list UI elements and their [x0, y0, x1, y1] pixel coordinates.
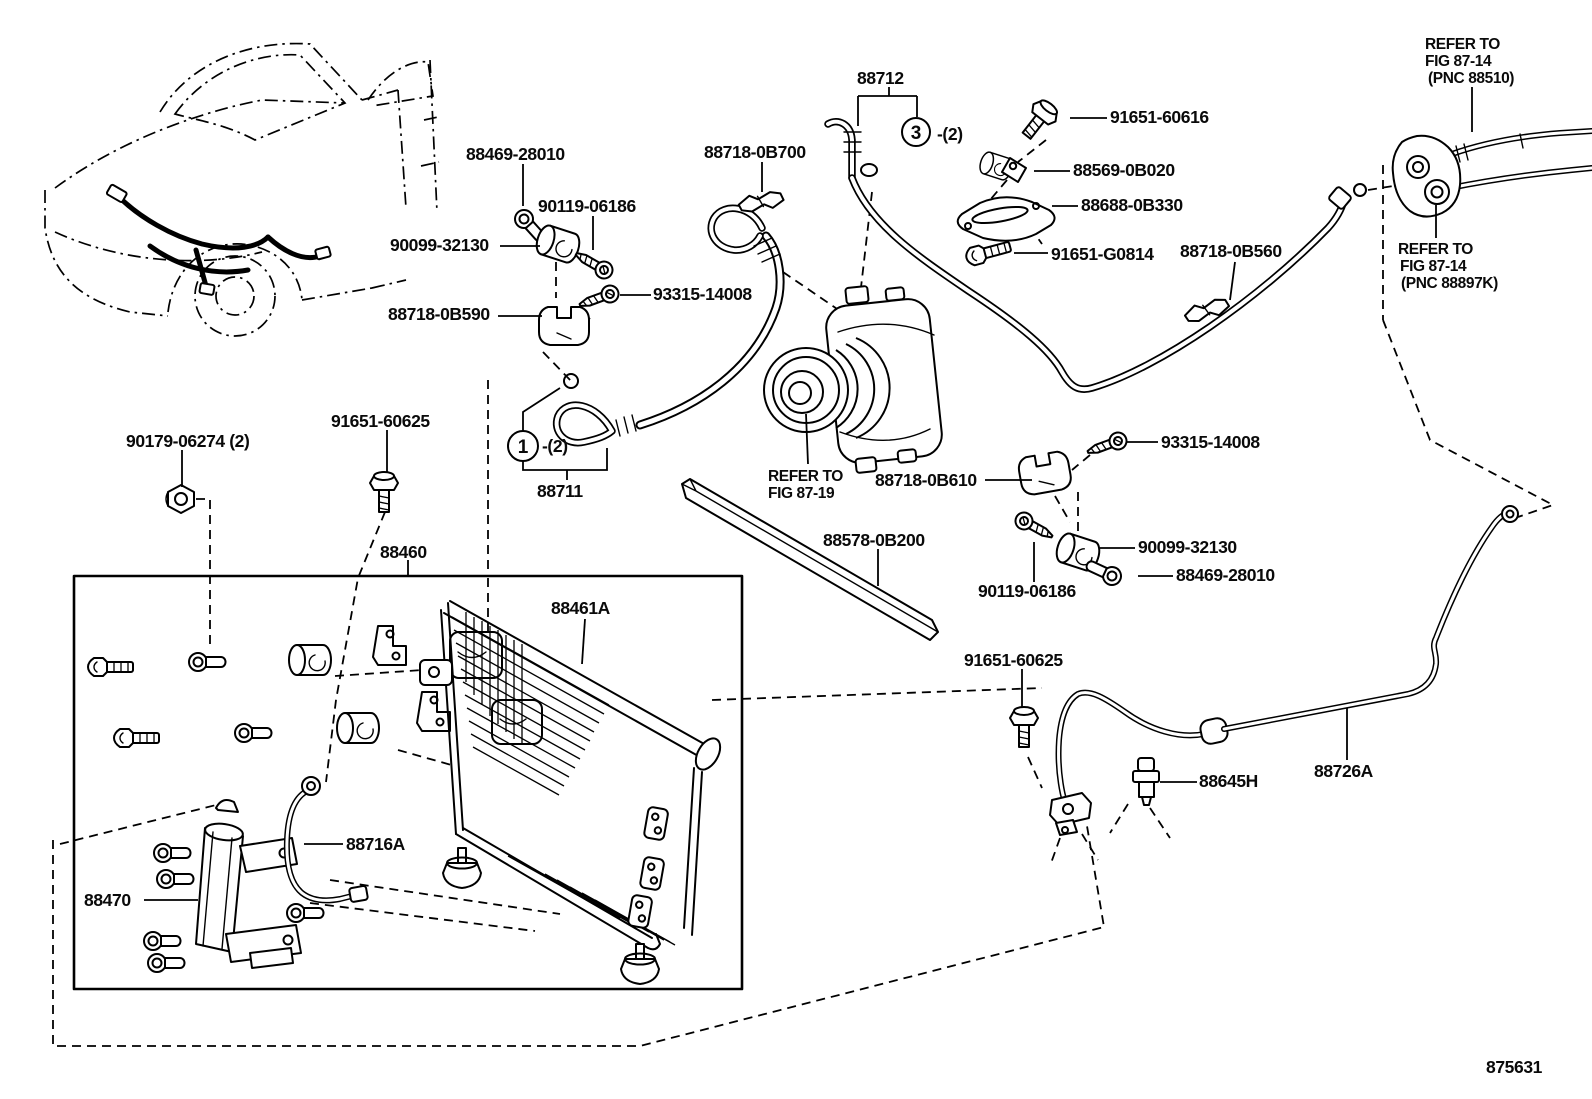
clamp-88718-0B590: [538, 306, 590, 346]
label-88645H: 88645H: [1199, 771, 1258, 791]
label-88470: 88470: [84, 890, 131, 910]
label-88688-0B330: 88688-0B330: [1081, 195, 1183, 215]
label-90119-06186-b: 90119-06186: [978, 581, 1076, 601]
compressor: [763, 285, 943, 474]
label-88718-0B560: 88718-0B560: [1180, 241, 1282, 261]
mid-right-fasteners: [1011, 429, 1130, 589]
label-88718-0B610: 88718-0B610: [875, 470, 977, 490]
bolt-88469-28010-b: [1082, 555, 1125, 589]
label-90099-32130-b: 90099-32130: [1138, 537, 1237, 557]
callout-1: 1 -(2): [507, 430, 568, 462]
refer-mid-line1: REFER TO: [1398, 241, 1473, 258]
label-91651-60616: 91651-60616: [1110, 107, 1209, 127]
label-88712: 88712: [857, 68, 904, 88]
callout-1-qty: -(2): [542, 436, 568, 456]
label-93315-14008-b: 93315-14008: [1161, 432, 1260, 452]
label-90099-32130-a: 90099-32130: [390, 235, 489, 255]
liquid-pipe-88726A: [1009, 505, 1519, 836]
refer-mid-line3: (PNC 88897K): [1401, 275, 1498, 292]
refer-upper-line2: FIG 87-14: [1425, 53, 1492, 70]
part-labels: 88469-28010 90119-06186 90099-32130 9331…: [84, 68, 1543, 1077]
label-90119-06186-a: 90119-06186: [538, 196, 636, 216]
label-88726A: 88726A: [1314, 761, 1374, 781]
clamp-88718-0B610: [1015, 449, 1074, 498]
clamp-88718-0B700: [736, 189, 786, 215]
condenser-fins-upper: [451, 612, 610, 796]
bracket-88688-0B330: [956, 196, 1056, 242]
receiver-drier: [143, 799, 325, 973]
assembly-dashed-lines: [52, 139, 1556, 1047]
label-91651-60625-b: 91651-60625: [964, 650, 1063, 670]
figure-number: 875631: [1486, 1057, 1543, 1077]
pressure-switch-88645H: [1132, 757, 1160, 806]
bolt-91651-60616: [1014, 94, 1064, 146]
bolt-91651-60625-a: [369, 471, 399, 513]
label-88716A: 88716A: [346, 834, 406, 854]
nut-90179-06274: [165, 484, 195, 514]
condenser: [419, 600, 722, 985]
label-90179-06274: 90179-06274 (2): [126, 431, 249, 451]
label-88718-0B590: 88718-0B590: [388, 304, 490, 324]
label-93315-14008-a: 93315-14008: [653, 284, 752, 304]
label-91651-60625-a: 91651-60625: [331, 411, 430, 431]
mounting-hardware-row-2: [113, 691, 543, 748]
vehicle-overview-sketch: [44, 42, 440, 337]
screw-90119-06186-a: [571, 245, 617, 283]
label-88711: 88711: [537, 481, 583, 501]
callout-3-qty: -(2): [937, 124, 963, 144]
refer-mid-line2: FIG 87-14: [1400, 258, 1467, 275]
callout-1-number: 1: [518, 437, 529, 458]
firewall-grommet-and-hoses: [1391, 128, 1592, 218]
callout-3-number: 3: [911, 123, 922, 144]
discharge-hose-and-pipe: [824, 117, 1367, 393]
label-88578-0B200: 88578-0B200: [823, 530, 925, 550]
label-88469-28010-b: 88469-28010: [1176, 565, 1275, 585]
refer-upper-line3: (PNC 88510): [1428, 70, 1514, 87]
label-88461A: 88461A: [551, 598, 611, 618]
label-88718-0B700: 88718-0B700: [704, 142, 806, 162]
refer-note-fig-87-19: REFER TO FIG 87-19: [768, 468, 844, 502]
liquid-tube-88716A: [283, 776, 369, 904]
refer-comp-line1: REFER TO: [768, 468, 843, 485]
bolt-91651-60625-b: [1009, 706, 1039, 748]
label-91651-G0814: 91651-G0814: [1051, 244, 1154, 264]
upper-right-fasteners: [956, 94, 1064, 268]
leader-lines: [144, 87, 1473, 901]
refer-note-pnc-88510: REFER TO FIG 87-14 (PNC 88510): [1425, 36, 1515, 87]
rail-88578-0B200: [681, 478, 939, 641]
label-88460: 88460: [380, 542, 427, 562]
refer-note-pnc-88897K: REFER TO FIG 87-14 (PNC 88897K): [1398, 241, 1498, 292]
bolt-91651-G0814: [963, 236, 1014, 268]
pipe-joint-block: [1049, 792, 1092, 836]
label-88569-0B020: 88569-0B020: [1073, 160, 1175, 180]
screw-93315-14008-b: [1084, 429, 1130, 461]
label-88469-28010-a: 88469-28010: [466, 144, 565, 164]
refer-comp-line2: FIG 87-19: [768, 485, 835, 502]
suction-hose-assembly: [510, 189, 786, 447]
screw-90119-06186-b: [1011, 508, 1058, 545]
callout-3: 3 -(2): [901, 117, 963, 147]
refer-upper-line1: REFER TO: [1425, 36, 1500, 53]
